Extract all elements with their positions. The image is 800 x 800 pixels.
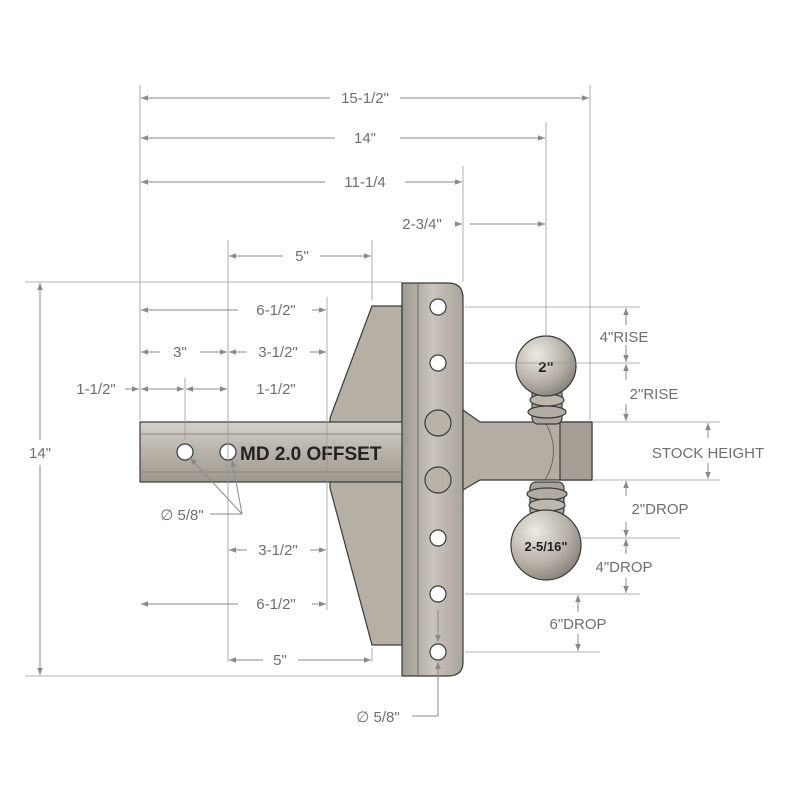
dim-label: ∅ 5/8" [356,709,399,726]
dim-label: 2-3/4" [402,216,442,233]
dim-label: 15-1/2" [341,90,389,107]
dim-lower-5: 5" [229,652,371,669]
dim-label: ∅ 5/8" [160,507,203,524]
plate-hole [424,409,452,437]
dim-top-overall: 15-1/2" [141,90,589,107]
dim-label: 5" [295,248,309,265]
callout-label: 2"RISE [630,386,679,403]
dim-label: 11-1/4 [344,174,385,191]
callout-label: 6"DROP [549,616,606,633]
dim-upper-3-1-2: 3-1/2" [229,344,326,361]
lower-hitch-ball [510,509,582,581]
dim-label: 1-1/2" [76,381,116,398]
callout-label: 2"DROP [631,501,688,518]
dim-left-14: 14" [29,283,51,675]
shank-label: MD 2.0 OFFSET [240,444,382,465]
dim-upper-6-1-2: 6-1/2" [141,302,326,319]
dim-top-14: 14" [141,130,545,147]
callout-label: 4"RISE [600,329,649,346]
plate-hole [429,643,447,661]
dim-upper-3: 3" [141,344,227,361]
dim-label: 3-1/2" [258,542,298,559]
hitch-body [139,282,593,677]
dim-bottom-hole: ∅ 5/8" [356,610,441,726]
dim-label: 1-1/2" [256,381,296,398]
callout-label: 4"DROP [595,559,652,576]
callout-label: STOCK HEIGHT [652,445,764,462]
shank-pin-hole [176,443,194,461]
upper-ball-size: 2" [538,359,553,376]
extension-lines [25,85,720,677]
callout-stock-height: STOCK HEIGHT [652,423,764,479]
dim-label: 5" [273,652,287,669]
callout-2-rise: 2"RISE [623,364,679,421]
callout-2-drop: 2"DROP [623,481,689,537]
dim-label: 6-1/2" [256,302,296,319]
callout-6-drop: 6"DROP [549,595,607,651]
lower-ball-size: 2-5/16" [524,539,567,554]
dim-top-11: 11-1/4 [141,174,462,191]
dim-label: 14" [354,130,376,147]
plate-hole [429,529,447,547]
plate-hole [424,466,452,494]
dim-label: 14" [29,445,51,462]
dim-pin-hole: ∅ 5/8" [160,457,243,524]
callout-4-rise: 4"RISE [600,308,649,362]
dim-label: 3" [173,344,187,361]
dim-label: 6-1/2" [256,596,296,613]
plate-hole [429,354,447,372]
plate-hole [429,585,447,603]
dim-lower-3-1-2: 3-1/2" [229,542,326,559]
callout-4-drop: 4"DROP [595,539,653,593]
dim-label: 3-1/2" [258,344,298,361]
dim-lower-6-1-2: 6-1/2" [141,596,326,613]
dim-upper-1-1-2: 1-1/2" 1-1/2" [76,381,296,398]
dim-upper-5: 5" [229,248,371,265]
plate-hole [429,298,447,316]
dim-top-2-3-4: 2-3/4" [402,216,545,233]
